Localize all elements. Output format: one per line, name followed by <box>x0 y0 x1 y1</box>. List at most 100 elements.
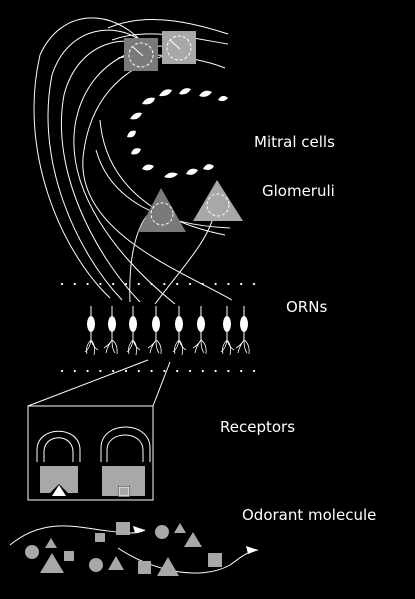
axon-fiber <box>60 40 159 303</box>
boundary-dot <box>163 282 166 286</box>
boundary-dot <box>60 369 64 373</box>
boundary-dot <box>137 369 140 373</box>
boundary-dot <box>252 282 256 286</box>
orn-neuron <box>126 306 141 356</box>
axon-fiber <box>95 149 231 229</box>
odorant-triangle <box>45 538 57 548</box>
orn-cell-body <box>152 316 160 332</box>
axon-fiber <box>107 19 229 35</box>
orns <box>84 306 250 356</box>
axon-fiber <box>99 119 226 236</box>
glomeruli <box>138 180 243 232</box>
glomerulus-triangle <box>193 180 243 221</box>
orn-cell-body <box>223 316 231 332</box>
mitral-cells-label: Mitral cells <box>254 133 335 151</box>
boundary-dot <box>201 282 204 286</box>
mitral-cell-body <box>142 164 154 171</box>
orn-cell-body <box>175 316 183 332</box>
axon-fiber <box>47 29 151 301</box>
receptor-cup <box>43 437 74 462</box>
orn-cell-body <box>87 316 95 332</box>
odorant-square <box>95 533 105 542</box>
orn-cell-body <box>240 316 248 332</box>
odorant-path <box>9 525 146 546</box>
mitral-cell-body <box>127 130 136 138</box>
mitral-cell-body <box>131 148 141 155</box>
odorant-circle <box>25 545 39 559</box>
orn-neuron <box>192 306 207 355</box>
boundary-dot <box>150 369 153 373</box>
orn-neuron <box>172 306 187 356</box>
receptor-base <box>102 466 145 496</box>
orn-cell-body <box>129 316 137 332</box>
odorant-triangle <box>184 532 202 547</box>
boundary-dot <box>124 369 128 373</box>
mitral-cell-body <box>142 97 155 105</box>
odorant-square <box>208 553 222 567</box>
boundary-dot <box>163 369 166 373</box>
glomerulus-dashed-circle <box>206 193 230 217</box>
boundary-dot <box>240 369 243 373</box>
boundary-dot <box>73 369 76 373</box>
boundary-dot <box>252 369 256 373</box>
orn-cell-body <box>108 316 116 332</box>
mitral-cell-body <box>199 90 212 97</box>
orn-cilia <box>172 339 187 356</box>
mitral-cell-dashed-circle <box>128 42 154 68</box>
orn-cilia <box>220 339 235 356</box>
orn-layer-boundaries <box>60 282 256 373</box>
receptor-square-ligand <box>118 486 130 497</box>
boundary-dot <box>99 369 102 373</box>
receptor-box <box>27 405 154 501</box>
boundary-dot <box>112 282 115 286</box>
mitral-cell-dashed-circle <box>166 35 192 61</box>
glomerulus-dashed-circle <box>150 202 174 226</box>
arrow-head <box>246 546 258 554</box>
boundary-dot <box>150 282 153 286</box>
odorant-molecules <box>9 522 259 576</box>
mitral-cell-squares <box>124 31 196 71</box>
odorant-triangle <box>108 556 124 570</box>
odorant-square <box>64 551 74 561</box>
glomerulus-triangle <box>138 188 186 232</box>
mitral-cell-body <box>164 172 178 178</box>
orn-neuron <box>147 306 162 355</box>
receptors-label: Receptors <box>220 418 296 436</box>
boundary-dot <box>60 282 64 286</box>
orn-neuron <box>84 306 99 356</box>
orn-cilia <box>84 339 99 356</box>
boundary-dot <box>201 369 204 373</box>
orn-cilia <box>147 339 162 355</box>
mitral-cell-body <box>159 89 172 97</box>
mitral-cell-body <box>179 88 191 95</box>
receptor-cup <box>100 426 151 462</box>
odorant-square <box>116 522 130 535</box>
boundary-dot <box>176 369 179 373</box>
orn-neuron <box>220 306 235 356</box>
boundary-dot <box>86 282 89 286</box>
orn-cilia <box>126 339 141 356</box>
boundary-dot <box>214 282 217 286</box>
boundary-dot <box>124 282 128 286</box>
axon-fibers <box>33 17 233 305</box>
zoom-line <box>27 359 149 407</box>
axon-fiber <box>82 49 233 301</box>
orn-neuron <box>235 306 250 355</box>
boundary-dot <box>176 282 179 286</box>
axon-fiber <box>33 17 146 299</box>
receptor-zoom <box>27 359 171 501</box>
receptor-triangle-ligand <box>52 485 66 496</box>
boundary-dot <box>227 369 230 373</box>
mitral-cell-arrow <box>169 39 181 50</box>
orn-cilia <box>103 339 118 355</box>
odorant-circle <box>155 525 169 539</box>
boundary-dot <box>73 282 76 286</box>
mitral-cell-body <box>186 168 198 175</box>
receptor-base <box>40 466 78 493</box>
zoom-line <box>152 361 171 407</box>
odorant-molecule-label: Odorant molecule <box>242 506 377 524</box>
arrow-head <box>133 526 145 533</box>
odorant-triangle <box>174 523 186 533</box>
boundary-dot <box>99 282 102 286</box>
